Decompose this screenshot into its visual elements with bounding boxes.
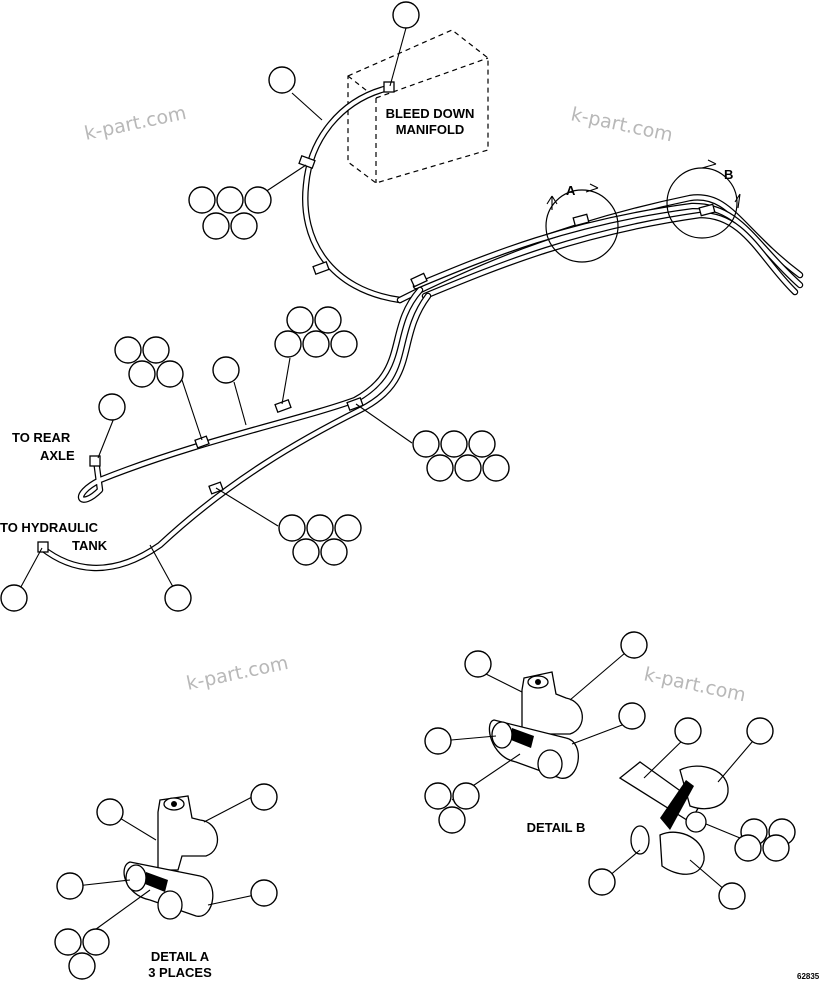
detail-marker-a: A [545, 183, 619, 263]
watermark-top-left: k-part.com [82, 102, 188, 145]
detail-a-label-line1: DETAIL A [151, 949, 210, 964]
leader-lines [15, 27, 413, 597]
detail-a: DETAIL A 3 PLACES [54, 783, 278, 980]
marker-a-label: A [566, 183, 576, 198]
to-rear-label-line1: TO REAR [12, 430, 71, 445]
marker-b-label: B [724, 167, 733, 182]
detail-a-label-line2: 3 PLACES [148, 965, 212, 980]
hose-assembly [38, 84, 804, 572]
hose-clamps [37, 81, 716, 553]
callout-bubbles [0, 1, 510, 612]
watermark-top-right: k-part.com [569, 103, 675, 146]
to-hydraulic-label-line1: TO HYDRAULIC [0, 520, 99, 535]
to-rear-label-line2: AXLE [40, 448, 75, 463]
detail-b-label: DETAIL B [527, 820, 586, 835]
bleed-down-label-line1: BLEED DOWN [386, 106, 475, 121]
detail-marker-b: B [666, 159, 741, 239]
to-hydraulic-label-line2: TANK [72, 538, 108, 553]
watermarks: k-part.com k-part.com k-part.com k-part.… [82, 102, 747, 707]
figure-number: 62835 [797, 972, 820, 981]
detail-b: DETAIL B [424, 631, 796, 910]
watermark-bottom-right: k-part.com [642, 663, 748, 706]
bleed-down-label-line2: MANIFOLD [396, 122, 465, 137]
watermark-bottom-left: k-part.com [184, 652, 290, 695]
